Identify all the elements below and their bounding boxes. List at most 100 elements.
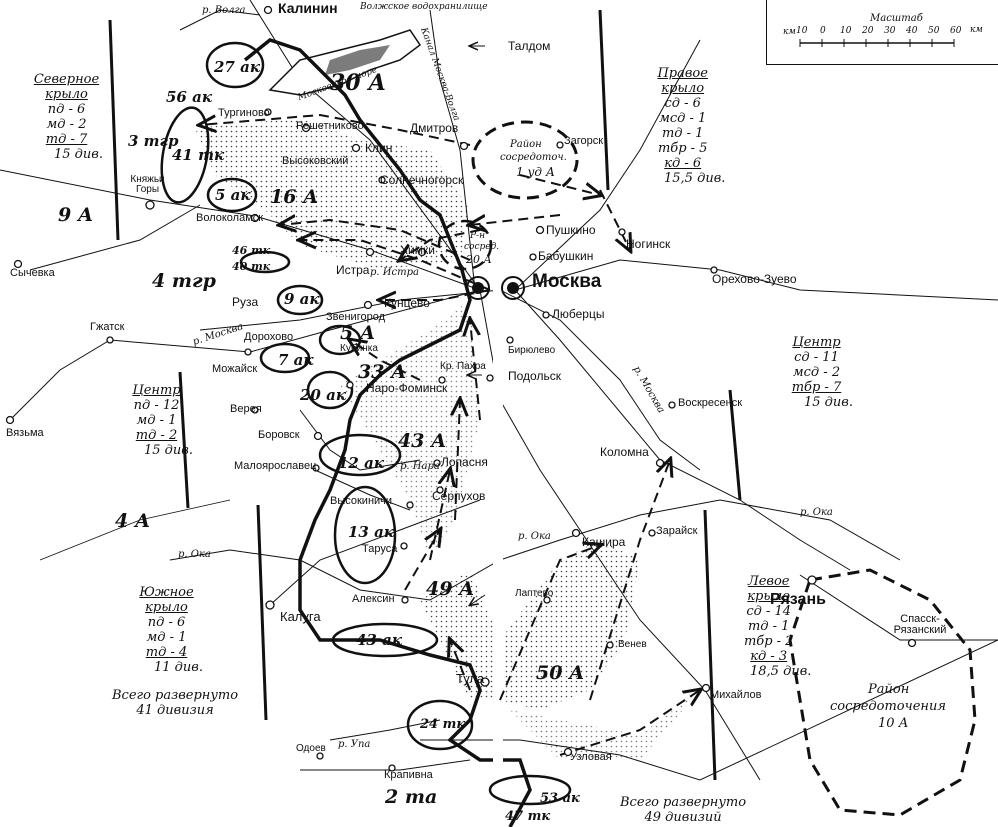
army-label: 4 тгр — [152, 270, 216, 292]
concentration-areas — [437, 120, 977, 817]
army-label: 2 та — [385, 786, 438, 808]
sheet-join — [493, 0, 503, 827]
city-label: Кунцево — [384, 296, 430, 310]
city-label: Тула — [456, 671, 485, 686]
reservoir-label: Волжское водохранилище — [360, 2, 488, 12]
scale-tick: км — [970, 25, 983, 35]
corps-label: 7 ак — [278, 351, 314, 369]
city-label: Серпухов — [432, 489, 486, 503]
army-label: 43 А — [398, 430, 447, 452]
army-label: 33 А — [358, 361, 407, 383]
river-label: р. Нара — [400, 461, 440, 472]
city-label: Таруса — [362, 543, 398, 555]
grouping-center-west: Центр пд - 12 мд - 1 тд - 2 15 див. — [132, 383, 193, 458]
city-label: Высоковский — [282, 155, 349, 167]
river-label: р. Ока — [800, 507, 833, 518]
moscow-sea-shading — [325, 45, 390, 75]
city-label: Наро-Фоминск — [366, 381, 448, 395]
city-label: Можайск — [212, 363, 258, 375]
city-label: Михайлов — [710, 689, 762, 701]
corps-label: 9 ак — [284, 290, 320, 308]
total-east: Всего развернуто 49 дивизий — [620, 795, 747, 825]
city-label: Пушкино — [546, 223, 596, 237]
city-label: Руза — [232, 295, 259, 309]
city-label: Кр. Пахра — [440, 361, 486, 372]
grouping-left-wing: Левое крыло сд - 14 тд - 1 тбр - 2 кд - … — [743, 574, 812, 679]
concentration-label: 10 А — [878, 716, 909, 731]
front-line — [243, 38, 532, 827]
army-label: 9 А — [58, 204, 94, 226]
city-label: Бирюлево — [508, 345, 556, 356]
city-label: Крапивна — [384, 769, 433, 781]
army-label: 5 А — [340, 322, 376, 344]
scale-bar — [799, 39, 955, 47]
scale-title: Масштаб — [870, 13, 923, 24]
moscow-symbols — [466, 276, 525, 300]
city-label: Истра — [336, 263, 370, 277]
total-west: Всего развернуто 41 дивизия — [112, 688, 239, 718]
concentration-label: сосредоточ. — [500, 152, 567, 163]
group-boundaries — [108, 9, 742, 781]
army-boundary-west — [39, 499, 231, 561]
scale-box — [766, 0, 998, 65]
corps-label: 20 ак — [300, 386, 346, 404]
scale-tick: 10 — [840, 26, 852, 36]
city-label: Сычевка — [10, 267, 55, 279]
city-label: Звенигород — [326, 311, 386, 323]
scale-tick: 60 — [950, 26, 962, 36]
city-label: Решетниково — [296, 120, 364, 132]
corps-label: 46 тк — [232, 244, 271, 257]
corps-label: 40 тк — [232, 260, 271, 273]
city-label: Коломна — [600, 445, 649, 459]
corps-label: 41 тк — [172, 146, 225, 164]
concentration-label: 1 уд А — [516, 165, 555, 179]
city-label: Боровск — [258, 429, 300, 441]
grouping-south: Южное крыло пд - 6 мд - 1 тд - 4 11 див. — [139, 585, 203, 675]
grouping-center-east: Центр сд - 11 мсд - 2 тбр - 7 15 див. — [791, 335, 853, 410]
corps-ovals — [160, 41, 572, 806]
city-label: Зарайск — [656, 525, 698, 537]
concentration-label: 20 А — [466, 253, 492, 266]
army-label: 3 тгр — [128, 132, 179, 150]
corps-label: 27 ак — [214, 58, 260, 76]
army-label: 4 А — [115, 510, 151, 532]
city-label: Ногинск — [626, 237, 671, 251]
corps-label: 12 ак — [338, 454, 384, 472]
city-label: Дорохово — [244, 331, 294, 343]
corps-label: 5 ак — [215, 186, 251, 204]
city-label: Гжатск — [90, 321, 125, 333]
city-label: Одоев — [296, 743, 326, 754]
scale-tick: 40 — [906, 26, 918, 36]
corps-label: 24 тк — [420, 717, 466, 732]
scale-tick: 50 — [928, 26, 940, 36]
concentration-label: сосредоточения — [830, 699, 946, 714]
city-label: Малоярославец — [234, 460, 317, 472]
city-label: Лаптево — [515, 588, 554, 599]
city-label: Воскресенск — [678, 397, 743, 409]
city-label: Рязань — [770, 591, 826, 608]
corps-label: 43 ак — [356, 631, 402, 649]
army-label: 16 А — [270, 186, 319, 208]
army-label: 30 А — [330, 70, 387, 96]
city-label: Лопасня — [441, 455, 488, 469]
city-label: Талдом — [508, 39, 551, 53]
river-label: р. Волга — [202, 5, 246, 16]
city-label: Загорск — [564, 135, 604, 147]
city-label: Клин — [365, 141, 393, 155]
city-label: Дмитров — [410, 121, 459, 135]
city-label: Узловая — [570, 751, 612, 763]
city-label: Алексин — [352, 593, 395, 605]
scale-tick: 10 — [796, 26, 808, 36]
scale-tick: 30 — [884, 26, 896, 36]
city-label: Венев — [618, 639, 647, 650]
city-label: Вязьма — [6, 427, 44, 439]
stipple-southeast — [510, 690, 700, 760]
city-label: Тургиново — [218, 107, 270, 119]
grouping-right-wing: Правое крыло сд - 6 мсд - 1 тд - 1 тбр -… — [657, 66, 726, 186]
river-label: р. Ока — [178, 549, 211, 560]
city-label: Москва — [532, 271, 602, 292]
stipple-south — [420, 540, 640, 710]
city-label: Спасск-Рязанский — [893, 613, 947, 636]
army-label: 50 А — [536, 662, 585, 684]
